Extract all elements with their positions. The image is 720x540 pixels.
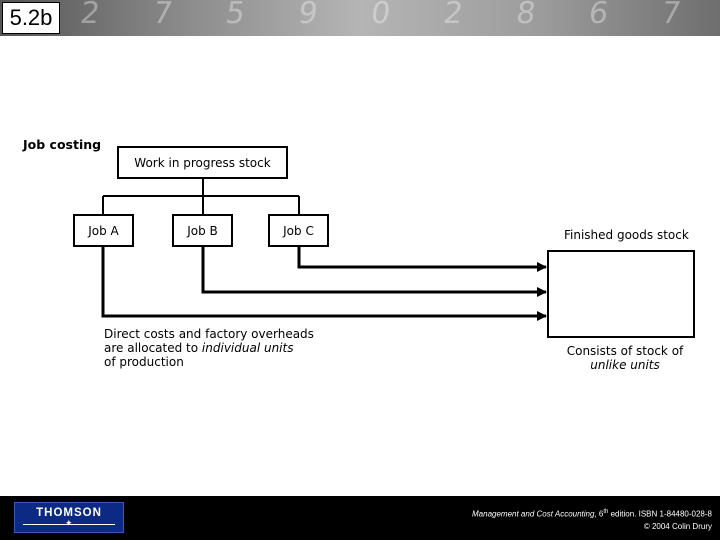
job-b-box: Job B bbox=[172, 214, 233, 247]
direct-costs-line2-italic: individual units bbox=[201, 341, 294, 355]
copyright: © 2004 Colin Drury bbox=[643, 521, 712, 531]
consists-note: Consists of stock of unlike units bbox=[560, 344, 690, 372]
slide-number: 5.2b bbox=[2, 2, 60, 34]
direct-costs-line3: of production bbox=[104, 355, 184, 369]
edition-suffix: edition. ISBN 1-84480-028-8 bbox=[608, 509, 712, 519]
star-icon: ✦ bbox=[65, 519, 73, 529]
wip-box: Work in progress stock bbox=[117, 146, 288, 179]
consists-line1: Consists of stock of bbox=[566, 344, 684, 358]
header-banner: 2 7 5 9 0 2 8 6 7 ~ bbox=[0, 0, 720, 36]
thomson-logo: THOMSON ✦ bbox=[14, 502, 124, 533]
footer-citation: Management and Cost Accounting, 6th edit… bbox=[472, 506, 712, 533]
job-a-arrow bbox=[101, 247, 547, 321]
citation-line1: Management and Cost Accounting, 6th edit… bbox=[472, 506, 712, 521]
job-c-box: Job C bbox=[268, 214, 329, 247]
job-a-box: Job A bbox=[73, 214, 134, 247]
footer-bar: THOMSON ✦ Management and Cost Accounting… bbox=[0, 496, 720, 540]
job-c-arrow bbox=[297, 247, 547, 272]
logo-text: THOMSON bbox=[36, 507, 102, 519]
finished-goods-label: Finished goods stock bbox=[564, 228, 689, 242]
consists-line2-italic: unlike units bbox=[590, 358, 660, 372]
job-b-arrow bbox=[201, 247, 547, 297]
finished-goods-box bbox=[547, 250, 695, 338]
edition-prefix: , 6 bbox=[594, 509, 604, 519]
logo-underline bbox=[23, 524, 115, 525]
consists-line2: unlike units bbox=[560, 358, 690, 372]
diagram-title: Job costing bbox=[23, 137, 102, 152]
book-title: Management and Cost Accounting bbox=[472, 509, 595, 519]
direct-costs-line1: Direct costs and factory overheads bbox=[104, 327, 314, 341]
direct-costs-line2-prefix: are allocated to bbox=[104, 341, 202, 355]
direct-costs-line2: are allocated to individual units bbox=[104, 341, 314, 355]
edition-sup: th bbox=[603, 509, 609, 515]
direct-costs-note: Direct costs and factory overheads are a… bbox=[104, 327, 314, 369]
